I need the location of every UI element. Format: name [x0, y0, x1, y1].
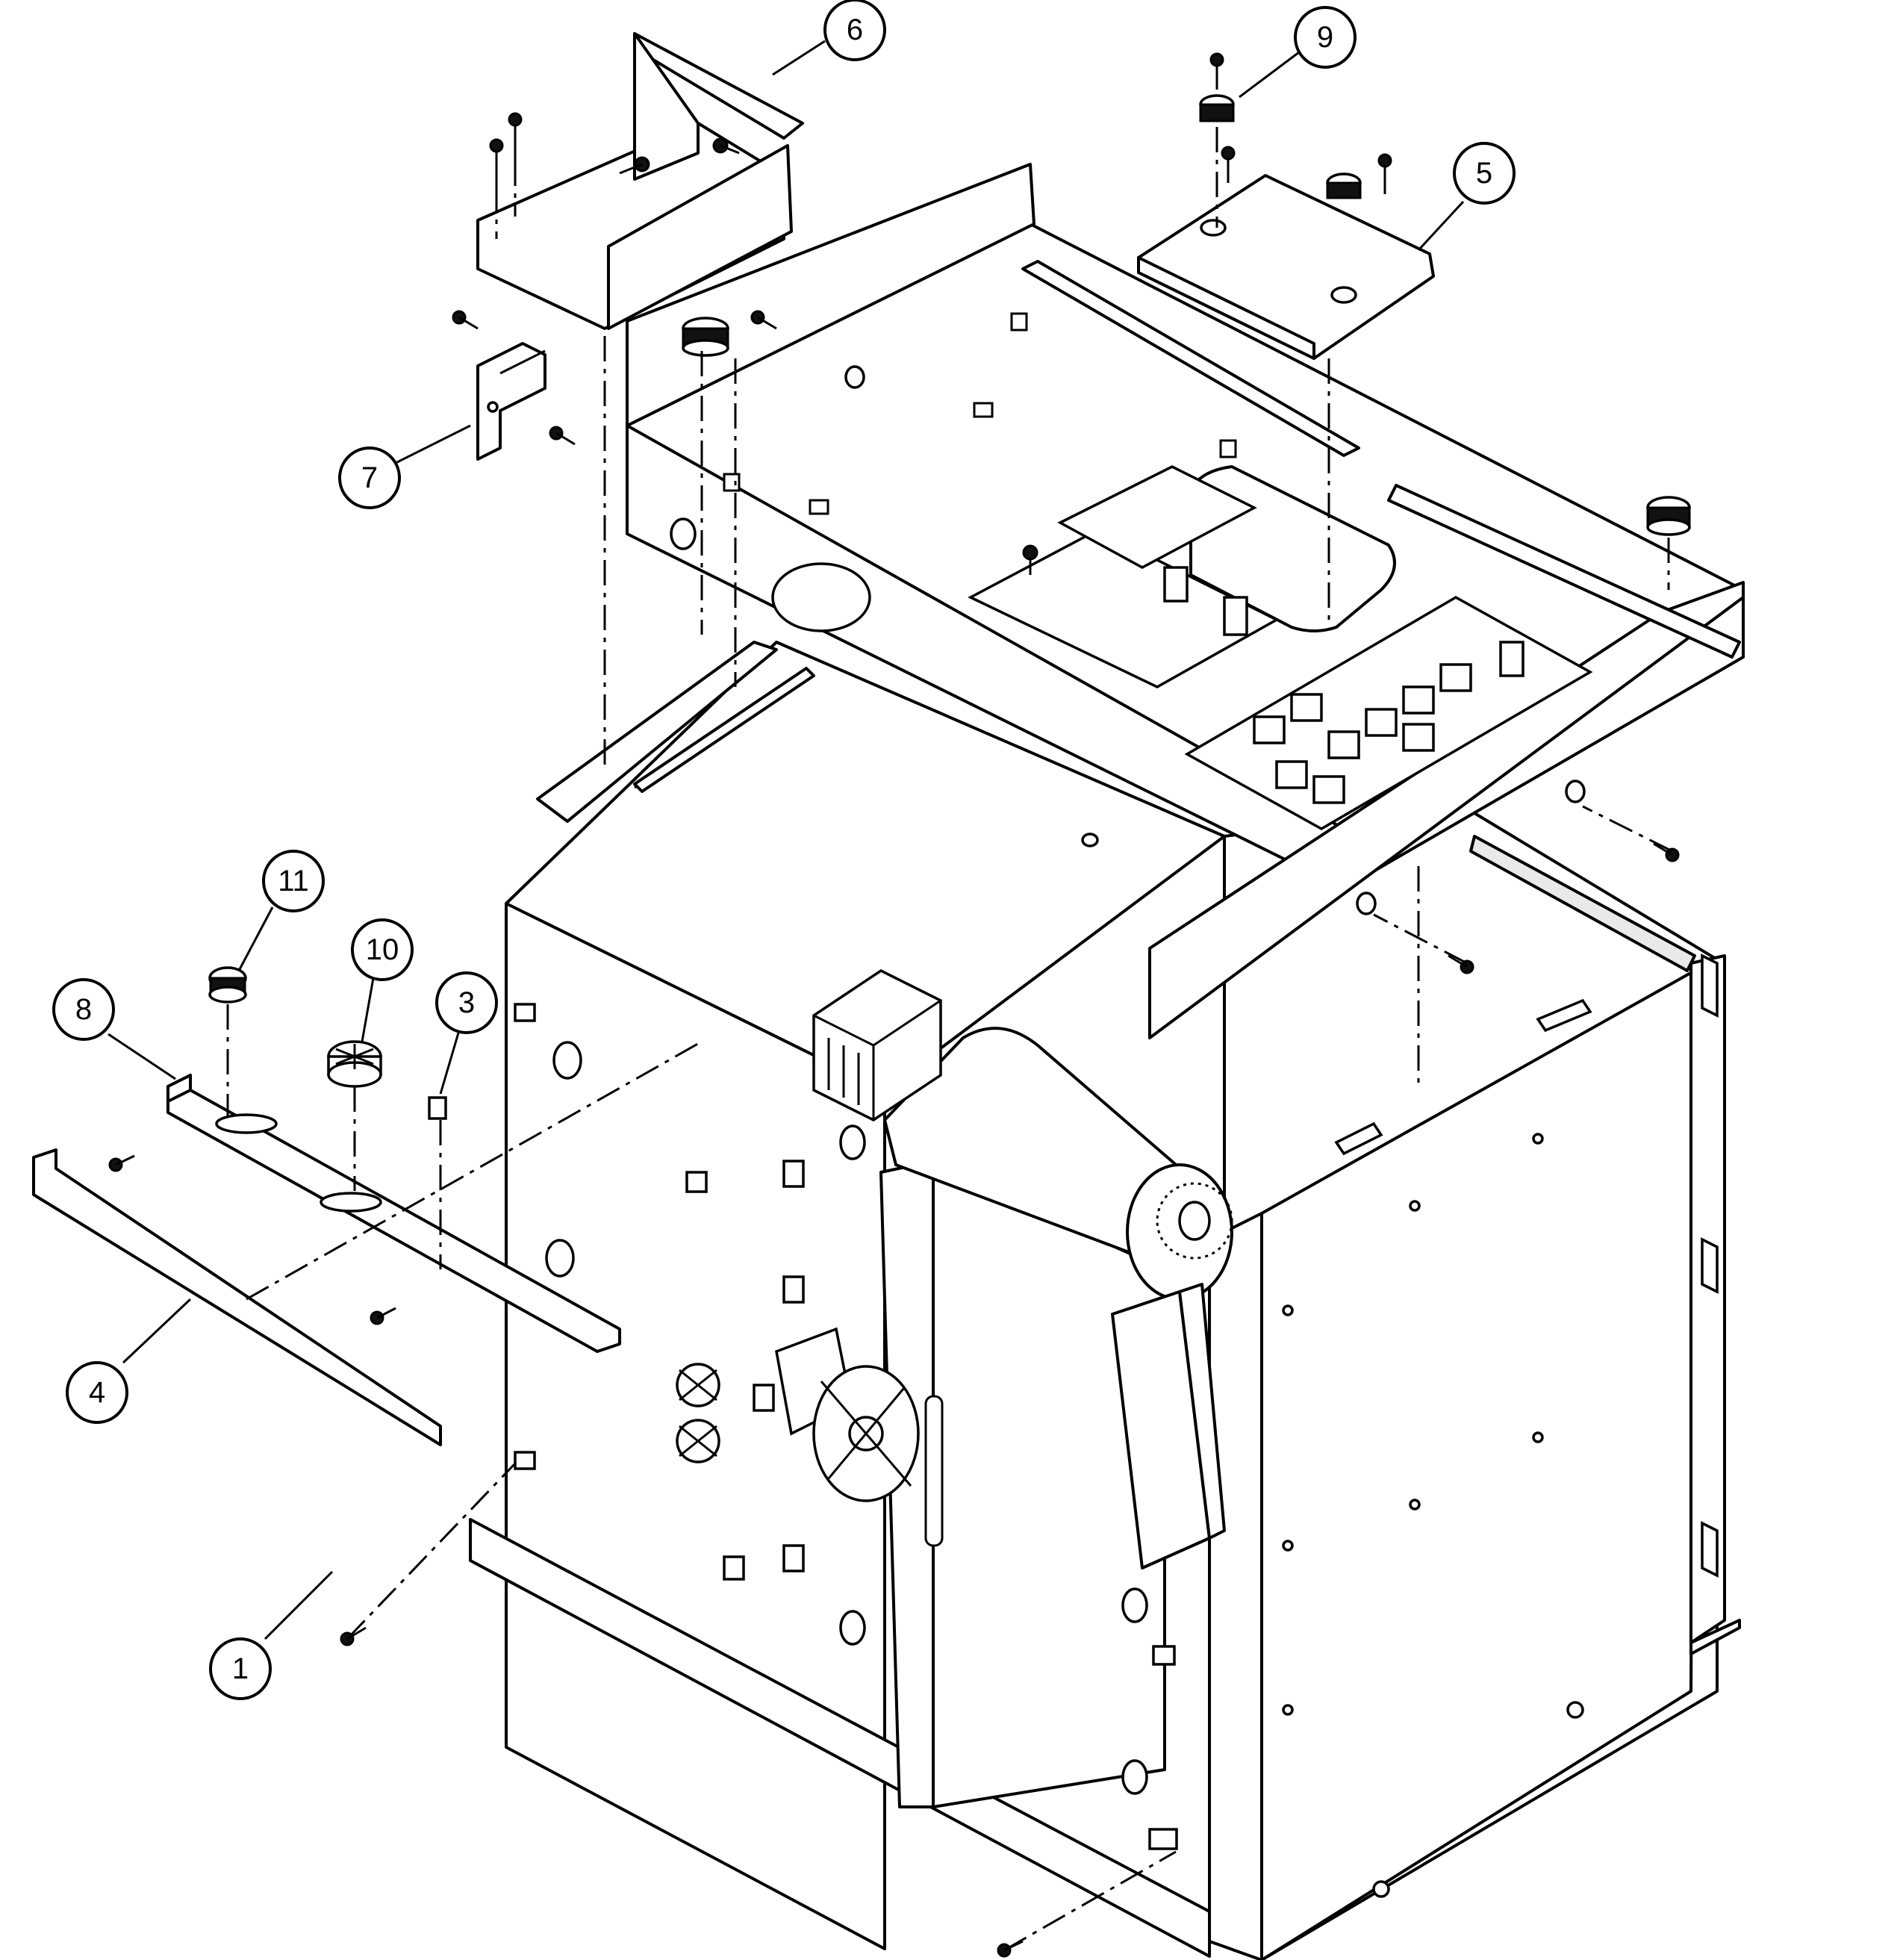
top-slot: [633, 667, 815, 793]
cover-6-back-wall: [633, 32, 700, 181]
right-panel-holes: [1282, 1133, 1584, 1898]
trim-8-endcap: [166, 1074, 192, 1103]
rear-rail: [1469, 835, 1696, 972]
oven-cabinet: [469, 641, 1741, 1960]
callout-7-label: 7: [361, 461, 378, 494]
part-5-cover-plate: [1137, 174, 1435, 360]
foot-chassis-left: [682, 317, 729, 357]
callout-6: 6: [772, 0, 886, 76]
rotor-upper: [676, 1363, 720, 1407]
callout-5: 5: [1417, 142, 1516, 252]
blower-bracket-edge: [1178, 1283, 1226, 1540]
callout-6-label: 6: [847, 13, 863, 46]
callout-9: 9: [1239, 6, 1357, 99]
cover-5-edge: [1137, 256, 1315, 360]
blower-vanes: [1156, 1182, 1233, 1260]
power-board: [968, 529, 1280, 688]
part-3-clip: [428, 1096, 447, 1120]
chassis-rear-flange: [626, 163, 1035, 427]
callout-10: 10: [351, 918, 414, 1042]
power-board-module: [1057, 465, 1257, 569]
chassis-holes: [670, 312, 1586, 915]
top-left-flange: [536, 641, 778, 823]
part-11-foot: [208, 966, 247, 1004]
callout-3: 3: [435, 971, 498, 1095]
callout-11: 11: [237, 850, 325, 971]
transformer-body: [812, 968, 942, 1122]
callout-4-label: 4: [89, 1376, 105, 1409]
rear-frame-strip: [1689, 954, 1726, 1644]
chassis-oval-opening: [771, 562, 871, 632]
cover-6-side: [607, 144, 793, 330]
cabinet-front-edge: [1208, 1212, 1263, 1960]
frame-brackets: [1334, 953, 1719, 1578]
callout-7: 7: [338, 424, 471, 509]
callout-8-label: 8: [75, 993, 92, 1026]
part-4-trim: [32, 1148, 442, 1446]
blower-hub: [1178, 1201, 1211, 1241]
blower-end-cap: [1126, 1163, 1233, 1301]
callout-4: 4: [66, 1298, 192, 1424]
part-7-bracket: [476, 342, 546, 461]
cabinet-base-plate: [469, 1518, 1211, 1958]
part-6-cover: [476, 32, 804, 330]
duct-slot: [924, 1395, 944, 1547]
part-9-foot: [1199, 94, 1235, 122]
capacitor-2: [1223, 596, 1248, 636]
feet-on-chassis: [682, 172, 1691, 536]
foot-cover-5: [1326, 172, 1362, 199]
control-chassis: [626, 163, 1745, 1039]
part-10-wheel: [327, 1040, 382, 1088]
trim-8-hole-2: [320, 1192, 382, 1213]
callout-10-label: 10: [366, 933, 399, 966]
base-rear-flange: [1689, 1619, 1741, 1655]
capacitor-1: [1163, 566, 1189, 603]
trim-4-body: [32, 1148, 442, 1446]
duct-front-face: [932, 1163, 1166, 1808]
rotor-lower: [676, 1419, 720, 1463]
bracket-7-body: [476, 342, 546, 461]
panel-holes: [545, 833, 1148, 1795]
callouts: 6 9 5 7 11 10: [52, 0, 1516, 1700]
assembly-lines: [226, 127, 1673, 1952]
callout-1-label: 1: [232, 1652, 249, 1685]
foot-chassis-right: [1646, 496, 1691, 536]
transformer: [812, 968, 942, 1122]
callout-8: 8: [52, 978, 176, 1080]
screws: [108, 52, 1680, 1958]
convection-motor: [775, 1327, 920, 1502]
relays: [1253, 641, 1524, 804]
panel-clips: [514, 1003, 1178, 1850]
callout-3-label: 3: [458, 986, 475, 1019]
chassis-right-rail: [1387, 484, 1741, 659]
callout-9-label: 9: [1317, 21, 1333, 54]
chassis-top-rail: [1021, 260, 1360, 457]
trim-8-hole-1: [215, 1113, 278, 1134]
callout-5-label: 5: [1476, 157, 1492, 190]
part-8-trim: [166, 1074, 621, 1353]
callout-1: 1: [209, 1570, 334, 1700]
callout-11-label: 11: [278, 865, 309, 897]
